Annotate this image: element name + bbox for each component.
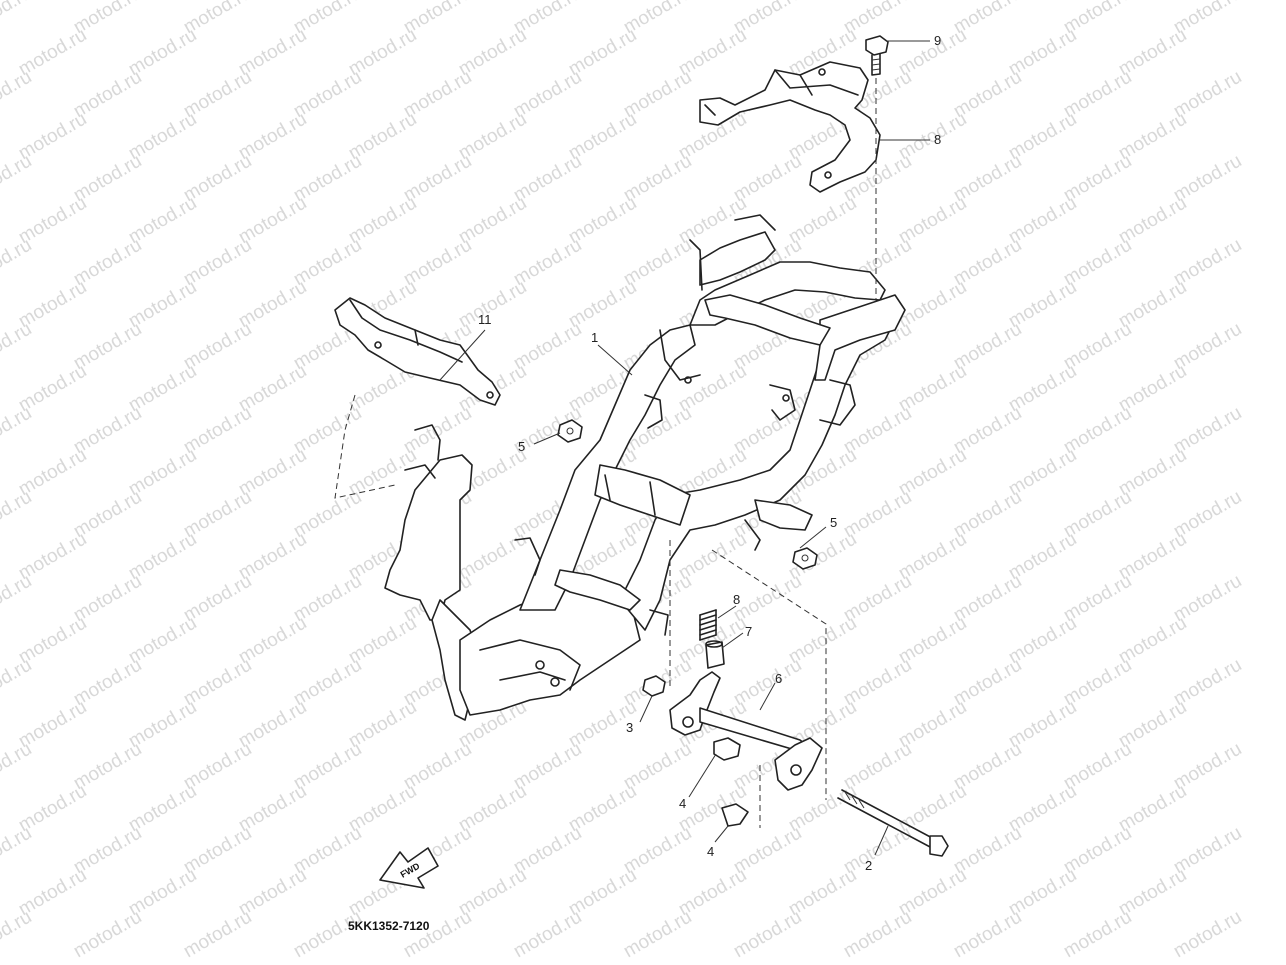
part-4-pin-upper xyxy=(713,737,741,761)
assembly-guide-lines xyxy=(334,78,877,828)
leader-lines xyxy=(439,40,930,856)
part-3-nut xyxy=(642,675,666,697)
callout-3: 3 xyxy=(626,720,633,735)
callout-5-lower: 5 xyxy=(830,515,837,530)
part-6-main-stand xyxy=(669,671,823,791)
callout-5-upper: 5 xyxy=(518,439,525,454)
part-2-long-bolt xyxy=(837,789,949,857)
part-9-bracket xyxy=(699,61,881,193)
callout-4-upper: 4 xyxy=(679,796,686,811)
part-11-bracket xyxy=(334,297,501,406)
part-5-nut-upper xyxy=(557,419,583,443)
callout-11: 11 xyxy=(478,312,492,327)
callout-9: 8 xyxy=(934,132,941,147)
part-4-pin-lower xyxy=(721,803,749,827)
callout-10: 9 xyxy=(934,33,941,48)
callout-labels: 9 8 11 1 5 5 8 7 6 3 4 4 2 xyxy=(478,33,941,873)
callout-2: 2 xyxy=(865,858,872,873)
callout-1: 1 xyxy=(591,330,598,345)
part-5-nut-lower xyxy=(792,547,818,570)
part-7-collar xyxy=(705,640,725,669)
part-8-spring xyxy=(699,609,717,641)
part-10-bolt xyxy=(865,35,889,76)
part-1-frame xyxy=(384,214,906,721)
front-direction-arrow-icon: FWD xyxy=(379,847,439,889)
diagram-code: 5KK1352-7120 xyxy=(348,919,430,933)
callout-6: 6 xyxy=(775,671,782,686)
callout-8: 8 xyxy=(733,592,740,607)
callout-7: 7 xyxy=(745,624,752,639)
callout-4-lower: 4 xyxy=(707,844,714,859)
